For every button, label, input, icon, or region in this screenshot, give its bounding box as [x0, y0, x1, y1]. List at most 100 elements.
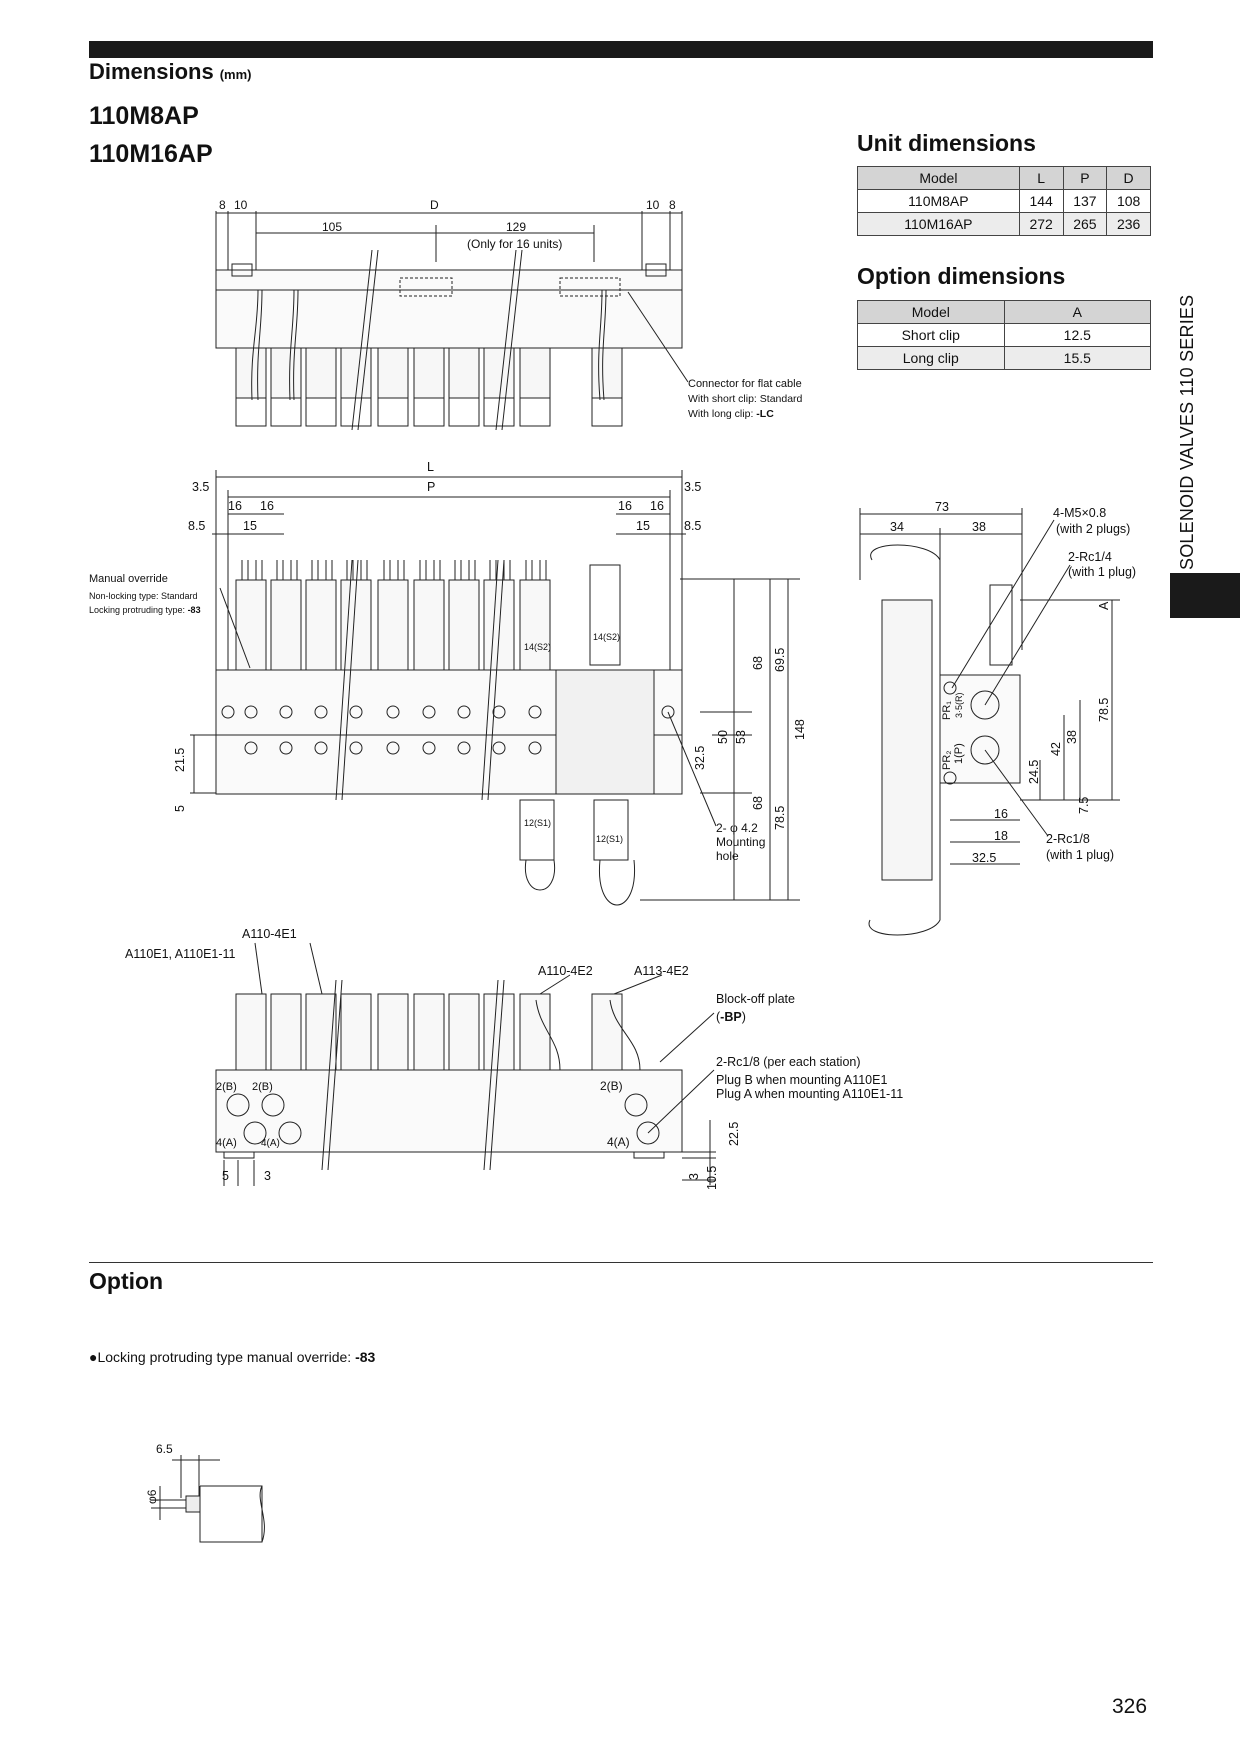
table-cell: 110M8AP — [857, 189, 1020, 213]
part-label: A110E1, A110E1-11 — [125, 947, 236, 961]
column-header: A — [1003, 300, 1152, 324]
dim-label: 8.5 — [684, 519, 701, 533]
option-title: Option — [89, 1268, 164, 1294]
dim-label: 32.5 — [972, 851, 996, 865]
dim-label: 42 — [1049, 742, 1063, 756]
dim-label: 148 — [793, 719, 807, 740]
dim-label: L — [427, 460, 434, 474]
dim-label: 68 — [751, 796, 765, 810]
dim-label: 16 — [650, 499, 664, 513]
table-cell: 110M16AP — [857, 212, 1020, 236]
table-row: 110M16AP 272 265 236 — [857, 212, 1151, 236]
port-label: PR₁ — [941, 701, 953, 720]
callout: 4-M5×0.8 — [1053, 506, 1106, 520]
dim-label: P — [427, 480, 435, 494]
model-title-2: 110M16AP — [89, 140, 213, 168]
port-label: 4(A) — [261, 1138, 280, 1149]
dim-label: 10 — [234, 198, 248, 212]
dim-label: 24.5 — [1027, 760, 1041, 784]
mounting-hole-label: 2- φ 4.2 — [716, 821, 758, 835]
table-cell: 144 — [1018, 189, 1064, 213]
callout: 2-Rc1/4 — [1068, 550, 1112, 564]
dim-label: 73 — [935, 500, 949, 514]
port-label: 4(A) — [607, 1135, 630, 1149]
dim-label: 15 — [243, 519, 257, 533]
dim-label: 10 — [646, 198, 660, 212]
port-label: 3·5(R) — [954, 692, 964, 718]
table-cell: Long clip — [857, 346, 1005, 370]
dim-label: 38 — [1065, 730, 1079, 744]
connector-note: With long clip: -LC — [688, 408, 774, 420]
dim-label: A — [1097, 601, 1111, 610]
dim-label: 105 — [322, 220, 342, 234]
table-header-row: Model L P D — [857, 166, 1151, 190]
dim-label: D — [430, 198, 439, 212]
table-cell: 108 — [1106, 189, 1151, 213]
option-detail-drawing: 6.5 φ6 — [145, 1442, 265, 1543]
dim-label: 16 — [260, 499, 274, 513]
port-label: 1(P) — [953, 743, 965, 764]
dim-label: 78.5 — [773, 806, 787, 830]
column-header: L — [1018, 166, 1064, 190]
dim-label: 21.5 — [173, 748, 187, 772]
option-bullet: ●Locking protruding type manual override… — [89, 1349, 376, 1365]
port-label: 14(S2) — [593, 632, 620, 642]
dim-label: 78.5 — [1097, 698, 1111, 722]
manual-override-line: Locking protruding type: -83 — [89, 605, 201, 615]
column-header: Model — [857, 300, 1005, 324]
rc-note: Plug A when mounting A110E1-11 — [716, 1087, 903, 1101]
callout: (with 1 plug) — [1068, 565, 1136, 579]
port-label: 2(B) — [252, 1081, 273, 1093]
series-sidebar-label: SOLENOID VALVES 110 SERIES — [1177, 294, 1197, 570]
option-dimensions-title: Option dimensions — [857, 263, 1066, 289]
dim-label: 34 — [890, 520, 904, 534]
dim-label: (Only for 16 units) — [467, 237, 562, 251]
dim-label: φ6 — [145, 1489, 159, 1504]
model-title-1: 110M8AP — [89, 102, 199, 130]
dim-label: 50 — [716, 730, 730, 744]
callout: 2-Rc1/8 — [1046, 832, 1090, 846]
dim-label: 3.5 — [192, 480, 209, 494]
connector-note: Connector for flat cable — [688, 378, 802, 390]
dim-label: 7.5 — [1077, 797, 1091, 814]
dim-label: 16 — [994, 807, 1008, 821]
dim-label: 3 — [687, 1173, 701, 1180]
table-cell: 15.5 — [1003, 346, 1152, 370]
dim-label: 5 — [222, 1169, 229, 1183]
port-label: 14(S2) — [524, 642, 551, 652]
dim-label: 15 — [636, 519, 650, 533]
option-dimensions-table: Model A Short clip 12.5 Long clip 15.5 — [857, 300, 1152, 370]
column-header: Model — [857, 166, 1020, 190]
unit-dimensions-table: Model L P D 110M8AP 144 137 108 110M16AP… — [857, 166, 1151, 236]
port-label: 12(S1) — [596, 834, 623, 844]
table-cell: 12.5 — [1003, 323, 1152, 347]
table-cell: 272 — [1018, 212, 1064, 236]
dim-label: 69.5 — [773, 648, 787, 672]
dim-label: 5 — [173, 805, 187, 812]
column-header: D — [1106, 166, 1151, 190]
dim-label: 3.5 — [684, 480, 701, 494]
block-off-code: (-BP) — [716, 1010, 746, 1024]
table-row: Short clip 12.5 — [857, 323, 1152, 347]
table-header-row: Model A — [857, 300, 1152, 324]
rc-note: Plug B when mounting A110E1 — [716, 1073, 887, 1087]
dim-label: 3 — [264, 1169, 271, 1183]
table-row: 110M8AP 144 137 108 — [857, 189, 1151, 213]
part-label: A113-4E2 — [634, 964, 689, 978]
page-heading: Dimensions(mm) — [89, 59, 252, 84]
dim-label: 38 — [972, 520, 986, 534]
block-off-label: Block-off plate — [716, 992, 795, 1006]
series-sidebar-tab — [1170, 573, 1240, 618]
dim-label: 16 — [618, 499, 632, 513]
dim-label: 32.5 — [693, 746, 707, 770]
header-bar — [89, 41, 1153, 58]
port-label: 4(A) — [216, 1137, 237, 1149]
dim-label: 10.5 — [705, 1166, 719, 1190]
section-divider — [89, 1262, 1153, 1263]
page-number: 326 — [1112, 1695, 1148, 1718]
bottom-view-drawing: A110-4E1 A110E1, A110E1-11 A110-4E2 A113… — [125, 927, 903, 1190]
mounting-hole-label: Mounting — [716, 835, 765, 849]
dim-label: 22.5 — [727, 1122, 741, 1146]
manual-override-line: Non-locking type: Standard — [89, 591, 198, 601]
port-label: 2(B) — [600, 1079, 623, 1093]
